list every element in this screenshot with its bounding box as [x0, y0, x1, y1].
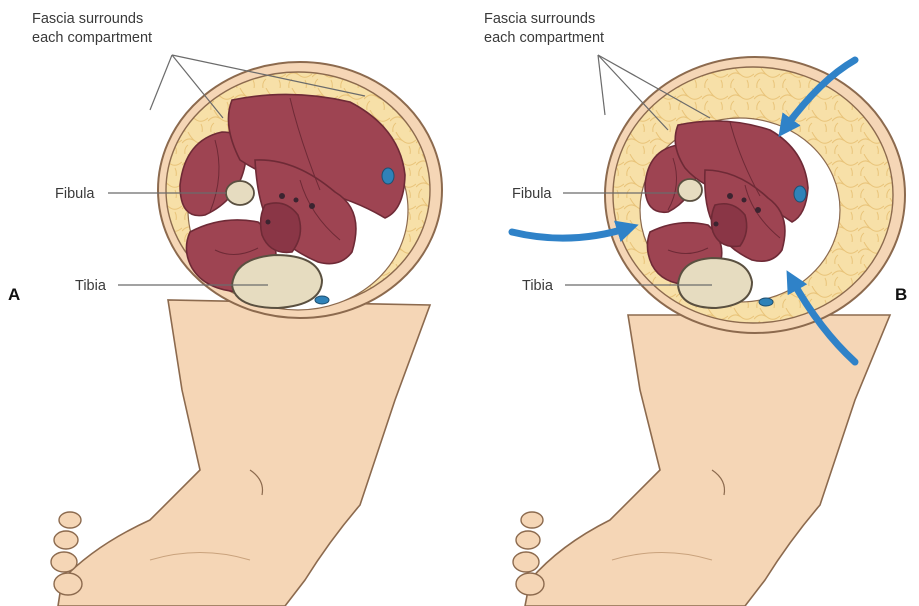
- fibula-label-b: Fibula: [512, 186, 552, 202]
- pressure-arrow-left: [512, 228, 628, 238]
- panel-a: Fascia surrounds each compartment Fibula…: [8, 11, 442, 606]
- leg-foot-b: [525, 315, 890, 606]
- tibia-bone-a: [232, 255, 322, 308]
- vessel-a1: [382, 168, 394, 184]
- tibia-label-b: Tibia: [522, 278, 554, 294]
- fascia-label-a-line1: Fascia surrounds: [32, 11, 143, 27]
- vessel-b1: [794, 186, 806, 202]
- fibula-label-a: Fibula: [55, 186, 95, 202]
- fibula-bone-b: [678, 179, 702, 201]
- toes-b: [513, 512, 544, 595]
- vessel-b2: [759, 298, 773, 306]
- fascia-label-b-line2: each compartment: [484, 30, 604, 46]
- tibia-label-a: Tibia: [75, 278, 107, 294]
- tibia-bone-b: [678, 258, 752, 308]
- fibula-bone-a: [226, 181, 254, 205]
- panel-letter-a: A: [8, 285, 20, 304]
- toes-a: [51, 512, 82, 595]
- panel-letter-b: B: [895, 285, 907, 304]
- fascia-label-a-line2: each compartment: [32, 30, 152, 46]
- leg-foot-a: [58, 300, 430, 606]
- vessel-a2: [315, 296, 329, 304]
- fascia-label-b-line1: Fascia surrounds: [484, 11, 595, 27]
- panel-b: Fascia surrounds each compartment Fibula…: [484, 11, 907, 606]
